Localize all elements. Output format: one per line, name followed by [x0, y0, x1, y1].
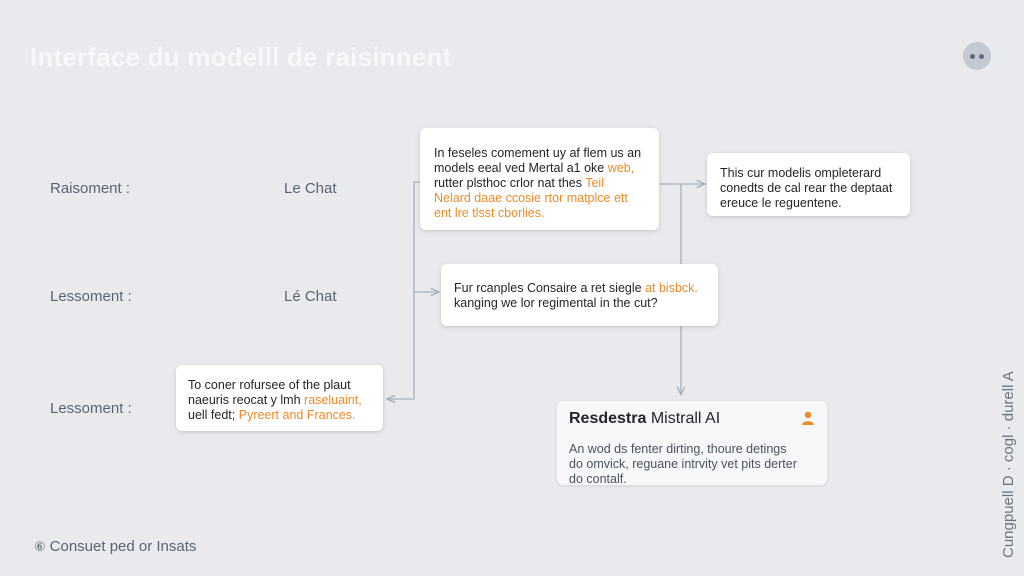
card-text: kanging we lor regimental in the cut?	[454, 296, 658, 310]
card-text: naeuris reocat y lmh raseluaint,	[188, 393, 362, 407]
row-label-lessoment-2: Lessoment :	[50, 400, 132, 417]
circled-six-icon: ⑥	[34, 538, 46, 554]
row-value-le-chat-2: Lé Chat	[284, 288, 337, 305]
mistral-card-title: Resdestra Mistrall AI	[569, 410, 721, 427]
card-text-highlight: Nelard daae ccosie rtor matplce ett	[434, 191, 628, 205]
reasoning-card-middle[interactable]: Fur rcanples Consaire a ret siegle at bi…	[441, 264, 718, 326]
mistral-response-card[interactable]: Resdestra Mistrall AI An wod ds fenter d…	[557, 401, 827, 486]
dot-icon	[979, 53, 984, 59]
row-label-lessoment: Lessoment :	[50, 288, 132, 305]
card-text: Fur rcanples Consaire a ret siegle at bi…	[454, 281, 698, 295]
user-icon	[802, 411, 814, 425]
reasoning-card-top[interactable]: In feseles comement uy af flem us an mod…	[420, 128, 659, 230]
row-value-le-chat: Le Chat	[284, 180, 337, 197]
side-vertical-label: Cungpuell D · cogl · durell A	[994, 318, 1024, 558]
connector-top-to-bottom	[388, 181, 420, 399]
card-text-highlight: ent lre tlsst cborlies.	[434, 206, 545, 220]
card-text: conedts de cal rear the deptaat	[720, 181, 893, 195]
reasoning-card-right[interactable]: This cur modelis ompleterard conedts de …	[707, 153, 910, 216]
row-label-raisoment: Raisoment :	[50, 180, 131, 197]
page-title: Interface du modelll de raisinnent	[30, 42, 452, 72]
card-text: In feseles comement uy af flem us an	[434, 146, 642, 160]
side-vertical-text: Cungpuell D · cogl · durell A	[1000, 371, 1017, 558]
card-text: To coner rofursee of the plaut	[188, 378, 351, 392]
card-text: uell fedt; Pyreert and Frances.	[188, 408, 356, 422]
card-text: rutter plsthoc crlor nat thes Teil	[434, 176, 604, 190]
card-text: models eeal ved Mertal a1 oke web,	[434, 161, 635, 175]
reasoning-card-bottom[interactable]: To coner rofursee of the plaut naeuris r…	[176, 365, 383, 431]
footer-link[interactable]: ⑥ Consuet ped or Insats	[34, 538, 196, 555]
footer-text: Consuet ped or Insats	[49, 538, 197, 555]
card-text: This cur modelis ompleterard	[720, 166, 882, 180]
more-options-avatar[interactable]	[963, 42, 991, 70]
card-text: ereuce le reguentene.	[720, 196, 842, 210]
mistral-card-body: An wod ds fenter dirting, thoure detings…	[569, 442, 797, 486]
dot-icon	[970, 53, 975, 59]
